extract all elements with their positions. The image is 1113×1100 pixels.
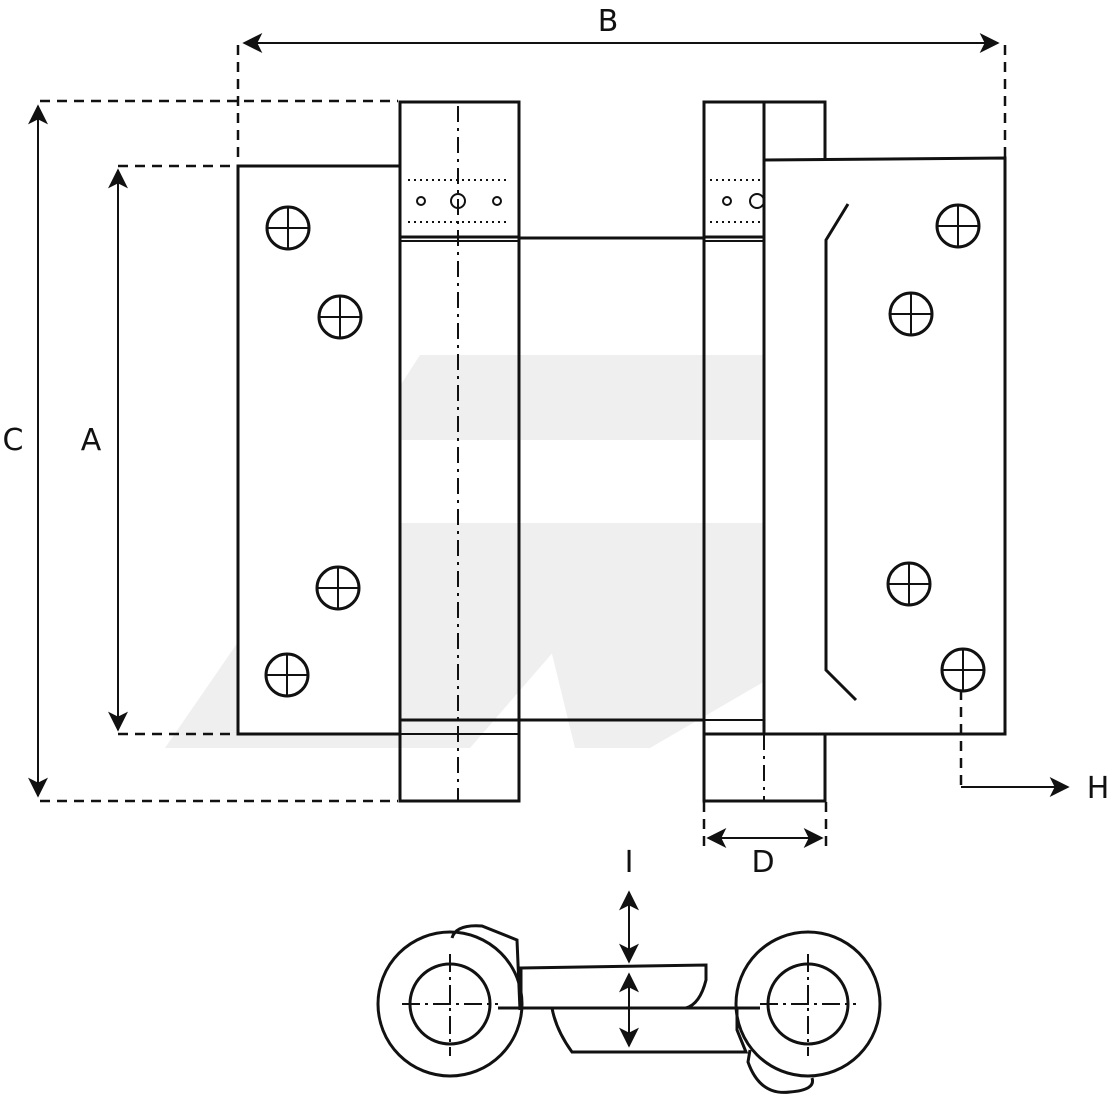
label-d: D: [751, 845, 774, 880]
label-c: C: [3, 423, 24, 458]
screw-hole-icon: [888, 291, 934, 337]
label-h: H: [1087, 771, 1110, 806]
label-i: I: [625, 845, 634, 880]
screw-hole-icon: [317, 294, 363, 340]
left-leaf-plate: [236, 164, 402, 736]
dimension-b: B: [236, 4, 1007, 160]
dimension-i: I: [619, 845, 639, 1048]
dimension-h: H: [959, 690, 1110, 806]
screw-hole-icon: [886, 561, 932, 607]
screw-hole-icon: [315, 565, 361, 611]
screw-hole-icon: [940, 647, 986, 693]
dimension-a: A: [81, 164, 238, 736]
label-a: A: [81, 423, 102, 458]
screw-hole-icon: [264, 652, 310, 698]
cross-section-view: [376, 924, 882, 1094]
dimension-d: D: [702, 802, 828, 880]
dimension-c: C: [3, 99, 398, 803]
screw-hole-icon: [935, 203, 981, 249]
right-leaf-plate: [762, 156, 1007, 736]
screw-hole-icon: [265, 205, 311, 251]
left-spring-barrel: [398, 100, 521, 803]
label-b: B: [598, 4, 619, 39]
